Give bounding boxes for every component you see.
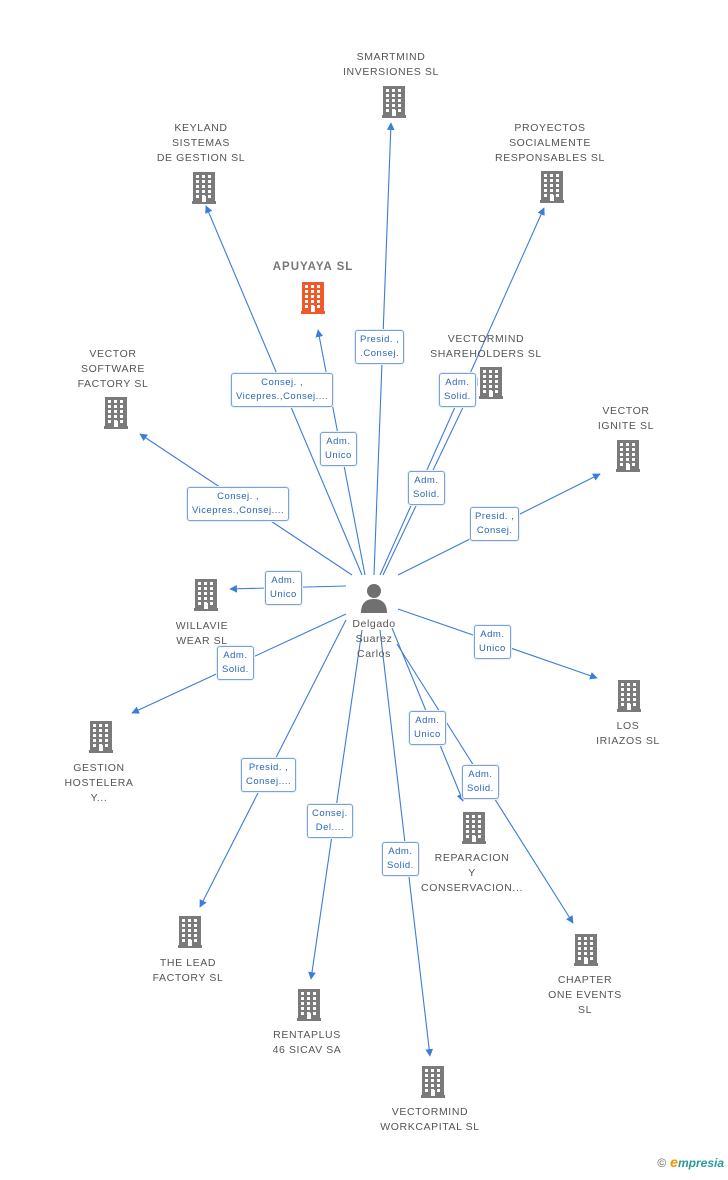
copyright-symbol: ©: [657, 1156, 667, 1170]
company-label-proyectos[interactable]: PROYECTOS SOCIALMENTE RESPONSABLES SL: [495, 122, 605, 164]
company-label-rentaplus[interactable]: RENTAPLUS 46 SICAV SA: [272, 1029, 342, 1056]
building-icon[interactable]: [616, 440, 640, 472]
relation-label-proyectos[interactable]: Adm. Solid.: [439, 373, 476, 407]
company-label-vectorsoftware[interactable]: VECTOR SOFTWARE FACTORY SL: [77, 348, 149, 390]
company-label-vectorignite[interactable]: VECTOR IGNITE SL: [597, 405, 655, 432]
brand-logo-e: e: [670, 1154, 678, 1170]
building-icon[interactable]: [104, 397, 128, 429]
building-icon[interactable]: [421, 1066, 445, 1098]
brand-name: mpresia: [677, 1156, 724, 1170]
person-name[interactable]: Delgado Suarez Carlos: [352, 618, 396, 660]
relation-label-vectormindsh[interactable]: Adm. Solid.: [408, 471, 445, 505]
company-label-losiriazos[interactable]: LOS IRIAZOS SL: [596, 720, 660, 747]
building-icon[interactable]: [178, 916, 202, 948]
company-label-keyland[interactable]: KEYLAND SISTEMAS DE GESTION SL: [156, 122, 246, 164]
footer-brand: ©empresia: [657, 1154, 724, 1170]
relation-label-vectorignite[interactable]: Presid. , Consej.: [470, 507, 520, 541]
company-label-reparacion[interactable]: REPARACION Y CONSERVACION...: [421, 852, 523, 894]
building-icon[interactable]: [89, 721, 113, 753]
company-label-apuyaya[interactable]: APUYAYA SL: [272, 261, 354, 273]
relation-label-reparacion[interactable]: Adm. Unico: [409, 711, 446, 745]
company-label-vectormindsh[interactable]: VECTORMIND SHAREHOLDERS SL: [430, 333, 542, 360]
company-label-thelead[interactable]: THE LEAD FACTORY SL: [152, 957, 224, 984]
relation-label-thelead[interactable]: Presid. , Consej....: [241, 758, 297, 792]
relation-label-rentaplus[interactable]: Consej. Del....: [307, 804, 353, 838]
building-icon[interactable]: [617, 680, 641, 712]
relation-label-chapter[interactable]: Adm. Solid.: [462, 765, 499, 799]
person-icon[interactable]: [360, 583, 388, 613]
company-label-willavie[interactable]: WILLAVIE WEAR SL: [175, 620, 229, 647]
relation-label-gestion[interactable]: Adm. Solid.: [217, 646, 254, 680]
building-icon[interactable]: [301, 282, 325, 314]
building-icon[interactable]: [382, 86, 406, 118]
building-icon[interactable]: [192, 172, 216, 204]
building-icon[interactable]: [574, 934, 598, 966]
relation-label-willavie[interactable]: Adm. Unico: [265, 571, 302, 605]
relation-label-keyland[interactable]: Consej. , Vicepres.,Consej....: [231, 373, 334, 407]
relation-label-apuyaya[interactable]: Adm. Unico: [320, 432, 357, 466]
relation-label-smartmind[interactable]: Presid. , .Consej.: [355, 330, 405, 364]
company-label-smartmind[interactable]: SMARTMIND INVERSIONES SL: [343, 51, 439, 78]
relation-label-losiriazos[interactable]: Adm. Unico: [474, 625, 511, 659]
building-icon[interactable]: [479, 367, 503, 399]
building-icon[interactable]: [194, 579, 218, 611]
company-label-chapter[interactable]: CHAPTER ONE EVENTS SL: [548, 974, 622, 1016]
building-icon[interactable]: [297, 989, 321, 1021]
company-label-gestion[interactable]: GESTION HOSTELERA Y...: [64, 762, 134, 804]
relation-label-vectormindwc[interactable]: Adm. Solid.: [382, 842, 419, 876]
building-icon[interactable]: [540, 171, 564, 203]
building-icon[interactable]: [462, 812, 486, 844]
relation-label-vectorsoftware[interactable]: Consej. , Vicepres.,Consej....: [187, 487, 290, 521]
company-label-vectormindwc[interactable]: VECTORMIND WORKCAPITAL SL: [380, 1106, 480, 1133]
